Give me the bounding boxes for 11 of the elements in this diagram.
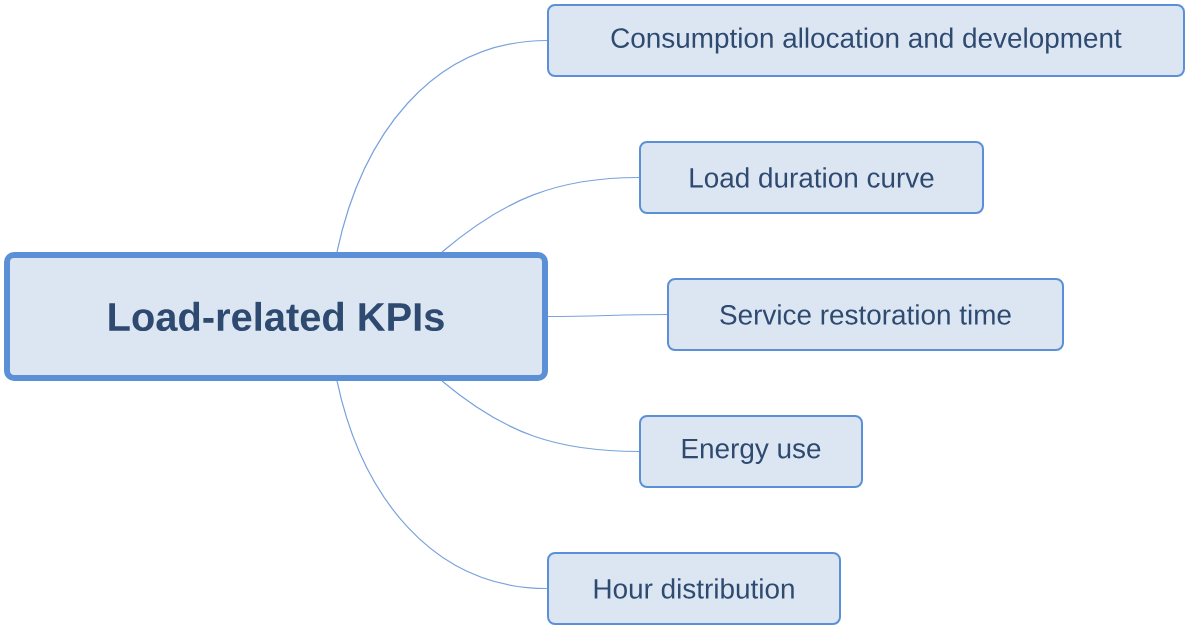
subtopic-box: Service restoration time bbox=[667, 278, 1064, 351]
connector-line bbox=[547, 313, 668, 318]
connector-line bbox=[336, 39, 548, 253]
connector-line bbox=[441, 176, 640, 253]
connector-line bbox=[441, 380, 640, 453]
subtopic-box: Energy use bbox=[639, 415, 863, 488]
topic-box: Load-related KPIs bbox=[4, 252, 548, 381]
subtopic-box: Load duration curve bbox=[639, 141, 984, 214]
connector-line bbox=[336, 380, 548, 590]
subtopic-box: Consumption allocation and development bbox=[547, 4, 1185, 77]
subtopic-box: Hour distribution bbox=[547, 552, 841, 625]
